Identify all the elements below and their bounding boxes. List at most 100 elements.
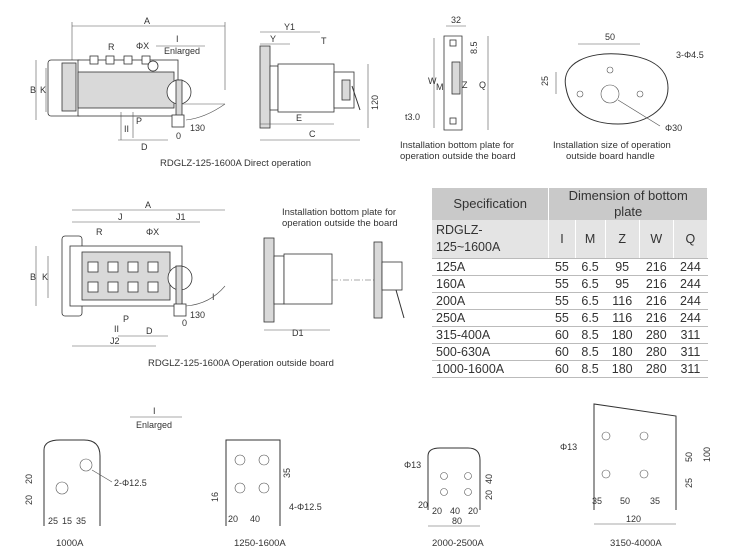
d1000-15: 15	[62, 516, 72, 526]
table-cell: 280	[639, 360, 674, 378]
detail-3150a: Φ13 50 100 25 35 50 35 120 3150-4000A	[560, 403, 712, 549]
dim-8-5: 8.5	[469, 41, 479, 54]
table-cell: 95	[605, 275, 640, 293]
dim-m: M	[436, 82, 444, 92]
table-cell-spec: 315-400A	[432, 326, 550, 344]
table-cell-spec: 160A	[432, 275, 550, 293]
dim-k-2: K	[42, 272, 48, 282]
d3150-100: 100	[702, 447, 712, 462]
table-cell: 55	[548, 292, 576, 310]
table-cell: 55	[548, 309, 576, 327]
table-cell: 280	[639, 343, 674, 361]
table-cell: 8.5	[575, 360, 606, 378]
dim-0-2: 0	[182, 318, 187, 328]
table-cell-spec: 500-630A	[432, 343, 550, 361]
dim-c: C	[309, 129, 316, 139]
dim-j1: J1	[176, 212, 186, 222]
d2000-20a: 20	[484, 490, 494, 500]
plate-direct: 32 8.5 W M Z Q t3.0 Installation bottom …	[400, 15, 516, 162]
d1250-20: 20	[228, 514, 238, 524]
d1250-label: 1250-1600A	[234, 538, 286, 549]
table-subhead-row: RDGLZ-125~1600A I M Z W Q	[432, 220, 709, 259]
d3150-35b: 35	[650, 496, 660, 506]
d2000-40a: 40	[484, 474, 494, 484]
table-cell: 216	[639, 309, 674, 327]
table-cell: 55	[548, 258, 576, 276]
dim-k: K	[40, 85, 46, 95]
enlarged-i: I	[153, 406, 156, 416]
detail-1000a: 2-Φ12.5 20 20 25 15 35 1000A	[24, 439, 147, 549]
table-cell-spec: 1000-1600A	[432, 360, 550, 378]
dim-130-2: 130	[190, 310, 205, 320]
table-row: 250A 55 6.5 116 216 244	[432, 309, 709, 327]
table-row: 160A 55 6.5 95 216 244	[432, 275, 709, 293]
dim-32: 32	[451, 15, 461, 25]
d2000-phi: Φ13	[404, 460, 421, 470]
outside-side-view: Installation bottom plate for operation …	[263, 207, 405, 338]
caption-size-2: outside board handle	[566, 151, 655, 162]
table-row: 125A 55 6.5 95 216 244	[432, 258, 709, 276]
table-cell: 8.5	[575, 326, 606, 344]
table-row: 200A 55 6.5 116 216 244	[432, 292, 709, 310]
d2000-80: 80	[452, 516, 462, 526]
enlarged-text: Enlarged	[136, 420, 172, 430]
caption-plate-direct-2: operation outside the board	[400, 151, 516, 162]
dim-130: 130	[190, 123, 205, 133]
dim-ii: II	[124, 124, 129, 134]
dim-r: R	[108, 42, 115, 52]
table-row: 500-630A 60 8.5 180 280 311	[432, 343, 709, 361]
table-cell: 6.5	[575, 292, 606, 310]
dim-e: E	[296, 113, 302, 123]
table-cell: 6.5	[575, 275, 606, 293]
dim-a-2: A	[145, 200, 151, 210]
d3150-phi: Φ13	[560, 442, 577, 452]
table-cell: 60	[548, 360, 576, 378]
table-cell: 180	[605, 343, 640, 361]
dim-d: D	[141, 142, 148, 152]
dim-t30: t3.0	[405, 112, 420, 122]
dim-q: Q	[479, 80, 486, 90]
table-cell: 311	[673, 343, 709, 361]
d2000-20c: 20	[432, 506, 442, 516]
caption-direct: RDGLZ-125-1600A Direct operation	[160, 158, 311, 169]
direct-side-view: Y1 Y T 120 E C	[259, 22, 380, 141]
detail-2000a: Φ13 40 20 20 20 40 20 80 2000-2500A	[404, 447, 494, 549]
table-cell: 95	[605, 258, 640, 276]
handle-hole-layout: 50 3-Φ4.5 25 Φ30 Installation size of op…	[540, 32, 704, 162]
dim-i: I	[176, 34, 179, 44]
dim-phix: ΦX	[136, 41, 149, 51]
d2000-20d: 20	[468, 506, 478, 516]
dim-y1: Y1	[284, 22, 295, 32]
dim-r-2: R	[96, 227, 103, 237]
dim-y: Y	[270, 34, 276, 44]
table-cell: 180	[605, 360, 640, 378]
table-cell: 180	[605, 326, 640, 344]
dim-p: P	[136, 116, 142, 126]
table-cell: 216	[639, 258, 674, 276]
spec-table-body: RDGLZ-125~1600A I M Z W Q 125A 55 6.5 95…	[432, 220, 709, 378]
dim-a: A	[144, 16, 150, 26]
d2000-20b: 20	[418, 500, 428, 510]
table-cell: 244	[673, 258, 709, 276]
caption-size-1: Installation size of operation	[553, 140, 671, 151]
table-cell: 311	[673, 360, 709, 378]
d1000-20a: 20	[24, 474, 34, 484]
caption-plate-direct-1: Installation bottom plate for	[400, 140, 514, 151]
d3150-50v: 50	[684, 452, 694, 462]
table-cell: 6.5	[575, 309, 606, 327]
dim-b: B	[30, 85, 36, 95]
d3150-label: 3150-4000A	[610, 538, 662, 549]
caption-plate-outside-1: Installation bottom plate for	[282, 207, 396, 218]
table-cell: 60	[548, 343, 576, 361]
dim-phi30: Φ30	[665, 123, 682, 133]
d3150-120: 120	[626, 514, 641, 524]
table-row: 315-400A 60 8.5 180 280 311	[432, 326, 709, 344]
dim-b-2: B	[30, 272, 36, 282]
dim-phix-2: ΦX	[146, 227, 159, 237]
dim-d-2: D	[146, 326, 153, 336]
table-cell-spec: 200A	[432, 292, 550, 310]
table-cell: 6.5	[575, 258, 606, 276]
table-subhead-spec: RDGLZ-125~1600A	[432, 220, 550, 259]
dim-25: 25	[540, 76, 550, 86]
